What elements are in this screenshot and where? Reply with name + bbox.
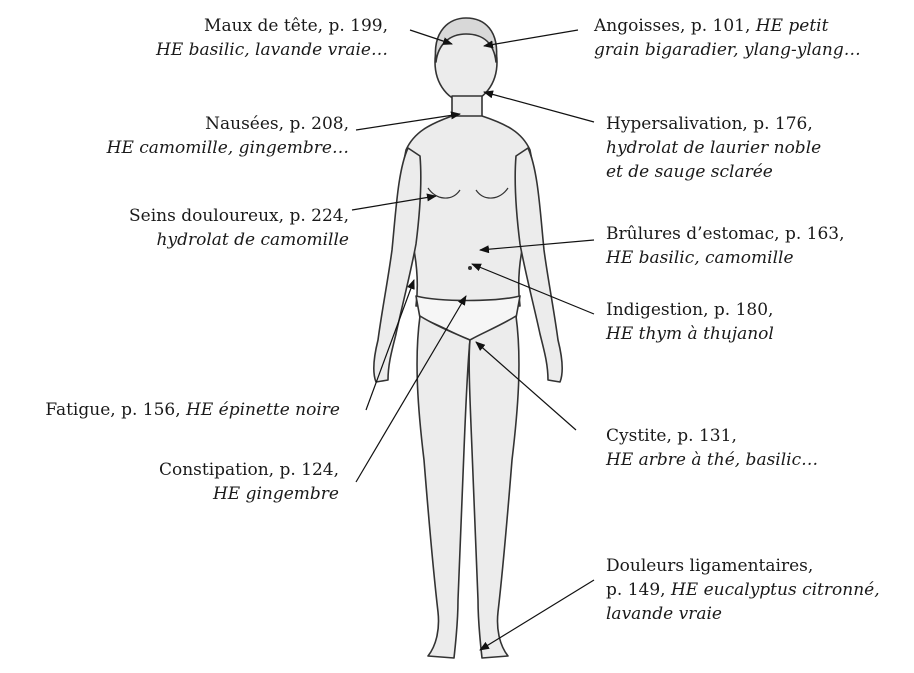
remedy-text: HE eucalyptus citronné, [671, 580, 880, 600]
callout-line: p. 149, HE eucalyptus citronné, [606, 578, 880, 602]
callout-line: Cystite, p. 131, [606, 424, 818, 448]
remedy-text: HE gingembre [213, 484, 339, 504]
callout-brulures-estomac: Brûlures d’estomac, p. 163, HE basilic, c… [606, 222, 845, 270]
callout-line: Seins douloureux, p. 224, [129, 204, 349, 228]
condition-text: Seins douloureux, p. 224, [129, 206, 349, 226]
remedy-text: HE arbre à thé, basilic… [606, 450, 818, 470]
condition-text: Hypersalivation, p. 176, [606, 114, 813, 134]
callout-indigestion: Indigestion, p. 180, HE thym à thujanol [606, 298, 774, 346]
remedy-text: HE basilic, camomille [606, 248, 794, 268]
callout-line: Nausées, p. 208, [107, 112, 349, 136]
arrow-hypersalivation [484, 92, 594, 122]
callout-line: HE basilic, lavande vraie… [156, 38, 388, 62]
condition-text: Maux de tête, p. 199, [204, 16, 388, 36]
callout-line: Maux de tête, p. 199, [156, 14, 388, 38]
arrow-angoisses [484, 30, 578, 46]
remedy-text: HE thym à thujanol [606, 324, 774, 344]
callout-line: HE thym à thujanol [606, 322, 774, 346]
callout-constipation: Constipation, p. 124, HE gingembre [159, 458, 339, 506]
condition-text: Douleurs ligamentaires, [606, 556, 813, 576]
callout-cystite: Cystite, p. 131, HE arbre à thé, basilic… [606, 424, 818, 472]
remedy-text: grain bigaradier, ylang-ylang… [594, 40, 861, 60]
female-silhouette [374, 18, 562, 658]
callout-line: et de sauge sclarée [606, 160, 821, 184]
torso [403, 116, 533, 306]
callout-hypersalivation: Hypersalivation, p. 176, hydrolat de laur… [606, 112, 821, 184]
callout-line: Constipation, p. 124, [159, 458, 339, 482]
callout-line: HE basilic, camomille [606, 246, 845, 270]
callout-maux-de-tete: Maux de tête, p. 199, HE basilic, lavande… [156, 14, 388, 62]
callout-line: Angoisses, p. 101, HE petit [594, 14, 861, 38]
condition-text: Angoisses, p. 101, [594, 16, 756, 36]
callout-line: lavande vraie [606, 602, 880, 626]
right-leg [469, 316, 519, 658]
left-leg [417, 316, 470, 658]
remedy-text: HE camomille, gingembre… [107, 138, 349, 158]
callout-line: Douleurs ligamentaires, [606, 554, 880, 578]
remedy-text: hydrolat de laurier noble [606, 138, 821, 158]
callout-line: HE arbre à thé, basilic… [606, 448, 818, 472]
condition-text: Indigestion, p. 180, [606, 300, 773, 320]
remedy-text: et de sauge sclarée [606, 162, 773, 182]
callout-line: Fatigue, p. 156, HE épinette noire [45, 398, 340, 422]
callout-nausees: Nausées, p. 208, HE camomille, gingembre… [107, 112, 349, 160]
callout-line: hydrolat de laurier noble [606, 136, 821, 160]
condition-text: Constipation, p. 124, [159, 460, 339, 480]
right-arm [515, 148, 562, 382]
callout-line: Hypersalivation, p. 176, [606, 112, 821, 136]
condition-text: Brûlures d’estomac, p. 163, [606, 224, 845, 244]
condition-text: Cystite, p. 131, [606, 426, 737, 446]
callout-fatigue: Fatigue, p. 156, HE épinette noire [45, 398, 340, 422]
callout-line: HE gingembre [159, 482, 339, 506]
callout-line: HE camomille, gingembre… [107, 136, 349, 160]
left-arm [374, 148, 421, 382]
callout-line: grain bigaradier, ylang-ylang… [594, 38, 861, 62]
remedy-text: lavande vraie [606, 604, 722, 624]
navel [468, 266, 472, 270]
callout-seins-douloureux: Seins douloureux, p. 224, hydrolat de cam… [129, 204, 349, 252]
remedy-text: HE épinette noire [186, 400, 340, 420]
remedy-text: HE petit [756, 16, 829, 36]
callout-line: hydrolat de camomille [129, 228, 349, 252]
condition-text: Fatigue, p. 156, [45, 400, 186, 420]
callout-line: Indigestion, p. 180, [606, 298, 774, 322]
callout-douleurs-ligamentaires: Douleurs ligamentaires,p. 149, HE eucaly… [606, 554, 880, 626]
remedy-text: hydrolat de camomille [157, 230, 349, 250]
callout-line: Brûlures d’estomac, p. 163, [606, 222, 845, 246]
remedy-text: HE basilic, lavande vraie… [156, 40, 388, 60]
condition-text: Nausées, p. 208, [205, 114, 349, 134]
condition-text: p. 149, [606, 580, 671, 600]
